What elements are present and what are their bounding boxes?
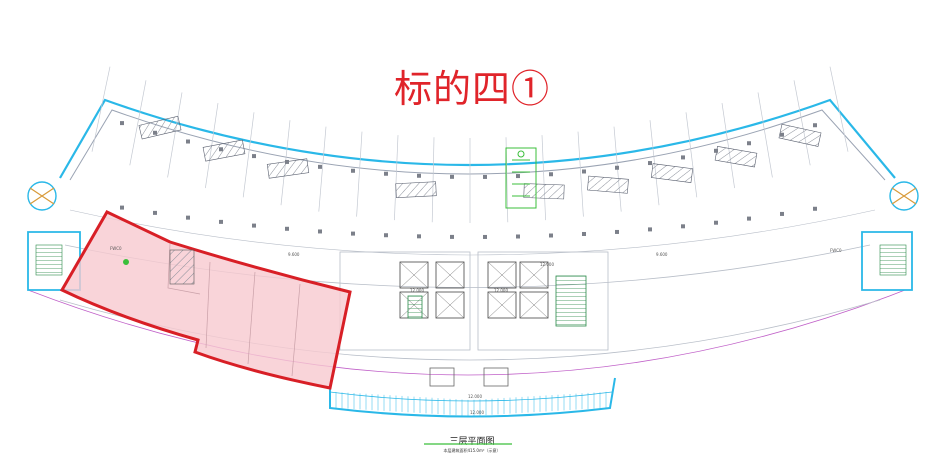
column: [120, 121, 124, 126]
highlighted-unit: [59, 210, 352, 390]
column: [813, 206, 817, 211]
column: [780, 132, 784, 137]
column: [747, 141, 751, 146]
column: [483, 234, 487, 239]
column: [516, 174, 520, 179]
escalator-block: [587, 175, 629, 194]
elevation-label: 9.600: [288, 252, 300, 257]
elevation-label: 9.600: [656, 252, 668, 257]
column: [813, 123, 817, 128]
column: [153, 130, 157, 135]
partition-wall: [91, 66, 111, 152]
column: [549, 233, 553, 238]
elevation-label: 12.000: [470, 410, 484, 415]
column: [252, 154, 256, 159]
column: [219, 219, 223, 224]
escalator-block: [714, 146, 758, 168]
escalator-block: [395, 181, 437, 199]
column: [582, 231, 586, 236]
elevation-label: 12.000: [540, 262, 554, 267]
east-stair: [861, 181, 919, 291]
column: [417, 234, 421, 239]
south-balcony: [329, 377, 616, 418]
column: [285, 226, 289, 231]
partition-wall: [356, 131, 363, 217]
partition-wall: [129, 80, 147, 166]
column: [681, 155, 685, 160]
partition-wall: [431, 137, 435, 223]
partition-wall: [318, 126, 327, 212]
partition-wall: [685, 112, 698, 198]
column: [582, 169, 586, 174]
column: [219, 147, 223, 152]
column: [714, 148, 718, 153]
partition-wall: [242, 112, 255, 198]
column: [549, 172, 553, 177]
column: [186, 139, 190, 144]
column: [252, 223, 256, 228]
partition-wall: [577, 131, 584, 217]
partition-wall: [541, 135, 546, 221]
column: [153, 210, 157, 215]
column: [351, 168, 355, 173]
column: [450, 174, 454, 179]
elevation-label: 12.000: [410, 288, 424, 293]
east-room-tag: FWC0: [830, 248, 842, 253]
column: [417, 173, 421, 178]
escalator-blocks: [138, 115, 822, 200]
partition-wall: [394, 135, 399, 221]
column: [318, 229, 322, 234]
central-core: [339, 251, 609, 387]
column: [681, 224, 685, 229]
outer-wall-north: [59, 98, 896, 179]
column: [285, 159, 289, 164]
column: [648, 227, 652, 232]
restroom-fixtures: [505, 147, 537, 209]
partition-wall: [649, 120, 660, 206]
column: [351, 231, 355, 236]
partition-wall: [757, 92, 773, 178]
elevation-label: 12.000: [494, 288, 508, 293]
green-marker: [123, 259, 129, 265]
column: [747, 216, 751, 221]
column: [615, 229, 619, 234]
escalator-block: [202, 139, 246, 162]
partition-wall: [167, 92, 183, 178]
escalator-block: [650, 163, 694, 183]
column: [384, 171, 388, 176]
escalator-block: [138, 115, 182, 140]
column: [318, 164, 322, 169]
balcony-railing: [335, 391, 607, 416]
column: [780, 211, 784, 216]
column: [516, 234, 520, 239]
outer-wall-south: [27, 289, 906, 376]
highlighted-unit-core: [169, 249, 195, 285]
column: [648, 161, 652, 166]
column: [714, 220, 718, 225]
highlighted-unit-interior: [167, 243, 301, 377]
plan-subcaption: 本层建筑面积415.0m²（示意）: [443, 448, 501, 453]
page-title: 标的四①: [393, 67, 550, 111]
partition-wall: [793, 80, 811, 166]
plan-caption: 三层平面图: [449, 437, 495, 447]
column: [384, 233, 388, 238]
partition-wall: [721, 103, 735, 189]
column: [450, 234, 454, 239]
west-stair: [27, 181, 81, 291]
inner-wall-north: [69, 109, 886, 181]
elevation-label: 12.000: [468, 394, 482, 399]
west-room-tag: FWC0: [110, 246, 122, 251]
column: [186, 215, 190, 220]
column: [615, 165, 619, 170]
escalator-block: [523, 183, 565, 200]
column: [120, 205, 124, 210]
structural-columns: [120, 121, 817, 239]
corridor-line-2: [69, 209, 876, 256]
column: [483, 174, 487, 179]
escalator-block: [778, 123, 822, 147]
partition-wall: [829, 66, 849, 152]
